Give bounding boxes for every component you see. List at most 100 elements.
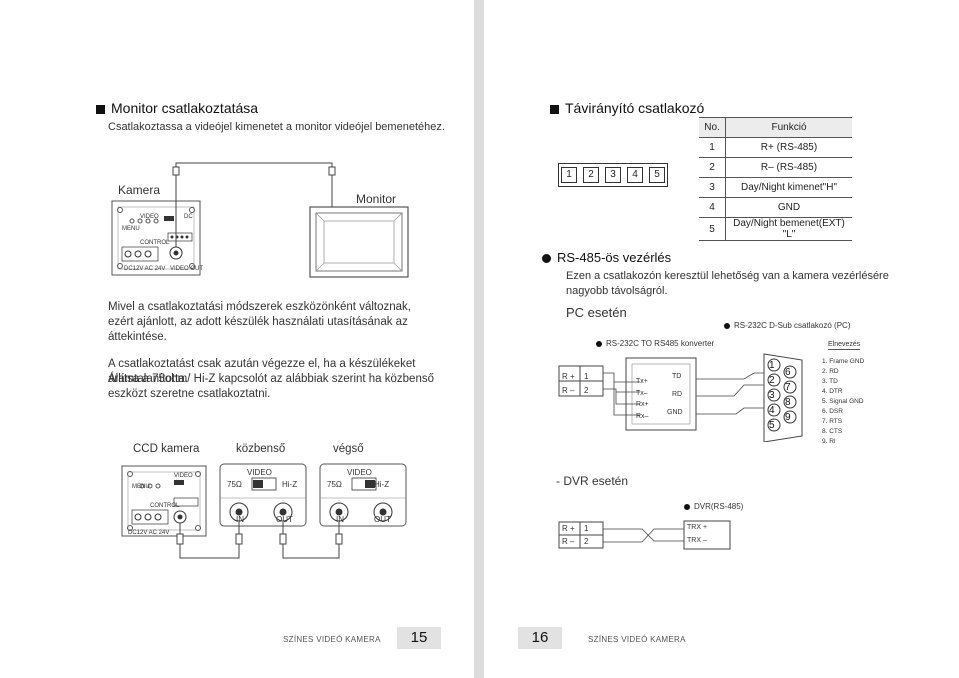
- table-row: 2 R– (RS-485): [699, 157, 852, 178]
- dsub-pin-number: 4: [769, 405, 775, 416]
- para-switch: Állítsa a 75ohm/ Hi-Z kapcsolót az alább…: [108, 373, 434, 400]
- mid-out-label: OUT: [276, 515, 293, 524]
- right-page: Távirányító csatlakozó 1 2 3 4 5 No. Fun…: [484, 0, 959, 678]
- dvr-label: DVR(RS-485): [684, 502, 743, 511]
- dsub-pin-number: 1: [769, 360, 775, 371]
- dsub-top-numbers: 1 2 3 4 5: [769, 358, 775, 433]
- cam-power-label: DC12V AC 24V: [124, 266, 166, 272]
- conv-gnd: GND: [667, 409, 683, 416]
- dvr-rplus: R +: [562, 524, 575, 533]
- converter-label: RS-232C TO RS485 konverter: [596, 339, 714, 348]
- monitor-connection-diagram: [111, 162, 409, 278]
- remote-section-title: Távirányító csatlakozó: [550, 100, 704, 116]
- cam-dc-label: DC: [184, 214, 193, 220]
- converter-label-text: RS-232C TO RS485 konverter: [606, 339, 715, 348]
- para-methods: Mivel a csatlakoztatási módszerek eszköz…: [108, 301, 411, 343]
- footer-right: SZÍNES VIDEÓ KAMERA: [588, 635, 686, 644]
- dvr-box: [683, 520, 731, 550]
- ccd-video-label: VIDEO: [174, 473, 193, 479]
- dvr-one: 1: [584, 524, 589, 533]
- conv-td: TD: [672, 373, 682, 380]
- end-out-label: OUT: [374, 515, 391, 524]
- rs485-description: Ezen a csatlakozón keresztül lehetőség v…: [566, 270, 889, 297]
- pin-5: 5: [649, 167, 665, 183]
- table-row: 3 Day/Night kimenet"H": [699, 177, 852, 198]
- conv-pin: Tx+: [636, 378, 648, 385]
- pin-name: 6. DSR: [822, 408, 843, 415]
- cam-menu-label: MENU: [122, 226, 140, 232]
- cam-video-label: VIDEO: [140, 214, 159, 220]
- table-row: 4 GND: [699, 197, 852, 218]
- pc-title: PC esetén: [566, 305, 627, 320]
- round-bullet-icon: [724, 322, 730, 329]
- ccd-menu-label: MENU: [132, 484, 150, 490]
- pin-1: 1: [561, 167, 577, 183]
- row-no: 3: [699, 177, 726, 198]
- conv-pin: Rx–: [636, 412, 649, 420]
- pin-name: 9. RI: [822, 438, 836, 445]
- col-no-header: No.: [699, 117, 726, 138]
- camera-label: Kamera: [118, 183, 161, 197]
- pin-name: 8. CTS: [822, 428, 843, 435]
- dvr-wiring-diagram: [558, 520, 731, 550]
- rs485-title: RS-485-ös vezérlés: [542, 250, 671, 265]
- row-function: R+ (RS-485): [725, 137, 852, 158]
- ccd-camera-label: CCD kamera: [133, 443, 200, 455]
- conv-pin: Rx+: [636, 401, 649, 408]
- dsub-bottom-numbers: 6 7 8 9: [785, 365, 791, 425]
- cam-videoout-label: VIDEO OUT: [170, 266, 204, 272]
- table-row: 1 R+ (RS-485): [699, 137, 852, 158]
- trx-minus: TRX –: [687, 537, 707, 544]
- intermediate-label: közbenső: [236, 443, 286, 455]
- dsub-pin-number: 5: [769, 420, 775, 431]
- page-number-right: 16: [531, 629, 549, 646]
- elnevezes-header: Elnevezés: [828, 341, 861, 350]
- round-bullet-icon: [596, 340, 602, 347]
- pc-one: 1: [584, 372, 589, 381]
- ccd-power-label: DC12V AC 24V: [128, 530, 170, 536]
- rs485-title-text: RS-485-ös vezérlés: [557, 250, 672, 265]
- monitor-label: Monitor: [356, 192, 397, 206]
- mid-hiz-label: Hi-Z: [282, 480, 298, 489]
- footer-left: SZÍNES VIDEÓ KAMERA: [283, 635, 381, 644]
- square-bullet-icon: [96, 104, 105, 114]
- row-no: 1: [699, 137, 726, 158]
- row-no: 5: [699, 217, 726, 241]
- pin-name: 7. RTS: [822, 418, 843, 425]
- end-in-label: IN: [336, 515, 344, 524]
- row-no: 4: [699, 197, 726, 218]
- pin-4: 4: [627, 167, 643, 183]
- row-function: GND: [725, 197, 852, 218]
- page-number-left: 15: [410, 629, 428, 646]
- row-function: Day/Night kimenet"H": [725, 177, 852, 198]
- dvr-two: 2: [584, 537, 589, 546]
- dvr-rminus: R –: [562, 537, 575, 546]
- ccd-control-label: CONTROL: [150, 503, 180, 509]
- monitor-subtitle: Csatlakoztassa a videójel kimenetet a mo…: [108, 121, 445, 133]
- page-number-box-left: 15: [397, 627, 441, 649]
- conv-pin: Tx–: [636, 389, 648, 397]
- dsub-pin-names: 1. Frame GND 2. RD 3. TD 4. DTR 5. Signa…: [822, 357, 864, 447]
- col-function-header: Funkció: [725, 117, 852, 138]
- pc-two: 2: [584, 386, 589, 395]
- conv-rd: RD: [672, 391, 683, 398]
- page-number-box-right: 16: [518, 627, 562, 649]
- connector-pins: 1 2 3 4 5: [558, 163, 668, 187]
- cam-control-label: CONTROL: [140, 240, 170, 246]
- pc-rplus: R +: [562, 372, 575, 381]
- end-hiz-label: Hi-Z: [374, 480, 390, 489]
- function-table: No. Funkció 1 R+ (RS-485) 2 R– (RS-485) …: [699, 117, 852, 241]
- square-bullet-icon: [550, 104, 559, 114]
- dsub-label-text: RS-232C D-Sub csatlakozó (PC): [734, 321, 851, 330]
- left-page: Monitor csatlakoztatása Csatlakoztassa a…: [0, 0, 474, 678]
- row-function: Day/Night bemenet(EXT) "L": [725, 217, 852, 241]
- converter-pin-list: Tx+ Tx– Rx+ Rx–: [636, 376, 649, 422]
- dsub-label: RS-232C D-Sub csatlakozó (PC): [724, 321, 850, 330]
- round-bullet-icon: [542, 254, 551, 264]
- dsub-pin-number: 8: [785, 397, 791, 408]
- pin-name: 2. RD: [822, 368, 839, 375]
- row-function: R– (RS-485): [725, 157, 852, 178]
- pin-name: 3. TD: [822, 378, 838, 385]
- dsub-pin-number: 3: [769, 390, 775, 401]
- pin-name: 1. Frame GND: [822, 358, 865, 365]
